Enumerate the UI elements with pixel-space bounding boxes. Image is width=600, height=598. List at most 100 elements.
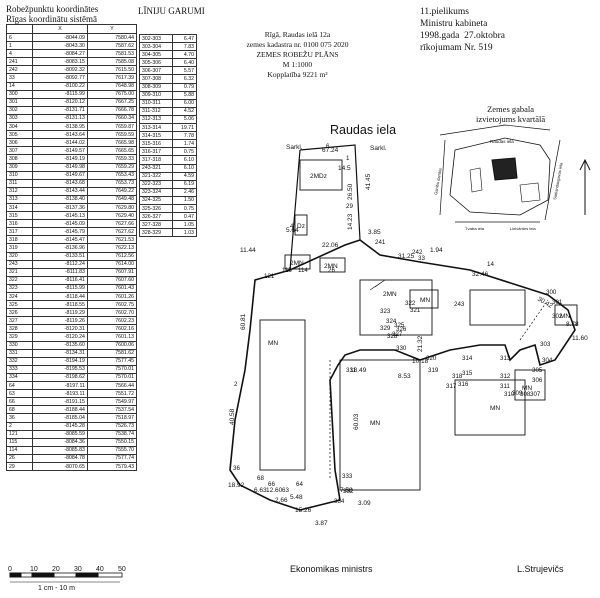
- dimension-label: 12.60: [266, 487, 283, 494]
- parcel-upper-edge: [299, 144, 361, 241]
- scale-bar: [9, 572, 123, 583]
- dimension-label: 21.32: [417, 335, 424, 352]
- scale-bar-frame: [9, 572, 123, 578]
- point-label: 64: [296, 481, 303, 488]
- scale-bar-segment-2: [31, 572, 55, 578]
- scale-bar-tick: 0: [8, 566, 12, 573]
- dashed-line-2: [519, 299, 549, 341]
- plan-area: Kopplatība 9221 m²: [267, 70, 328, 79]
- label-mn-2: MN: [268, 340, 278, 347]
- point-label: 319: [428, 367, 439, 374]
- label-mn-1: MN: [420, 297, 430, 304]
- location-map-building-1: [469, 167, 483, 193]
- plan-scale: M 1:1000: [282, 60, 313, 69]
- scale-bar-tick: 30: [74, 566, 82, 573]
- footer-signature: L.Strujevičs: [517, 564, 564, 574]
- dimension-label: 31.25: [398, 253, 415, 260]
- location-map-title-1: Zemes gabala: [487, 104, 535, 114]
- point-label: 26: [328, 267, 335, 274]
- location-map-parcel: [491, 157, 518, 181]
- appendix-line1: 11.pielikums: [420, 7, 469, 17]
- point-label: 302: [552, 313, 563, 320]
- building-mn-left: [259, 319, 306, 471]
- label-dz: Dz: [297, 223, 305, 230]
- point-label: 308: [520, 391, 531, 398]
- point-label: 243: [454, 301, 465, 308]
- point-label: 14: [487, 261, 494, 268]
- dimension-label: 40.58: [229, 408, 236, 425]
- dimension-label: 22.06: [322, 242, 339, 249]
- point-label: 36: [233, 465, 240, 472]
- location-map-block-outline: [449, 137, 551, 216]
- point-label: 334: [334, 498, 345, 505]
- building-2mn-2: [319, 257, 346, 273]
- point-label: 326: [396, 326, 407, 333]
- point-label: 324: [386, 318, 397, 325]
- point-label: 304: [542, 357, 553, 364]
- label-2mn-3: 2MN: [383, 291, 397, 298]
- line-length-cell-segment: 328-329: [138, 228, 174, 238]
- appendix-order-number: 519: [478, 43, 493, 53]
- label-mn-5: MN: [560, 313, 570, 320]
- point-label: 309: [512, 390, 523, 397]
- point-label: 325: [394, 322, 405, 329]
- appendix-block: 11.pielikums Ministru kabineta 1998.gada…: [420, 6, 505, 54]
- point-label: 328: [387, 333, 398, 340]
- dimension-label: 3.09: [358, 500, 371, 507]
- coordinates-cell-point: 29: [5, 461, 34, 472]
- appendix-order-label: rīkojumam Nr.: [420, 43, 476, 53]
- sarkl-label-1: Sarkl.: [286, 144, 303, 151]
- point-label: 2: [234, 381, 238, 388]
- building-mn-small: [409, 289, 439, 309]
- location-map: [439, 124, 591, 223]
- building-2mn-3: [359, 279, 433, 336]
- point-label: 316: [458, 381, 469, 388]
- building-mn-right: [454, 379, 526, 436]
- scale-bar-tick: 10: [30, 566, 38, 573]
- label-mn-6: MN: [522, 385, 532, 392]
- dimension-label: 3.87: [315, 520, 328, 527]
- point-label: 305: [532, 367, 543, 374]
- scale-bar-ticks: 0 10 20 30 40 50: [8, 566, 126, 573]
- sarkl-label-2: Sarkl.: [370, 145, 387, 152]
- point-label: 323: [380, 308, 391, 315]
- dimension-label: 14.5: [338, 165, 351, 172]
- building-mn-large: [339, 359, 421, 491]
- scale-bar-tick: 20: [52, 566, 60, 573]
- appendix-date: 27.oktobra: [464, 31, 505, 41]
- scale-bar-tick: 40: [96, 566, 104, 573]
- dimension-label: 5.64: [286, 227, 299, 234]
- dimension-label: 7.58: [340, 487, 353, 494]
- dimension-label: 6.63: [254, 487, 267, 494]
- point-label: 329: [380, 325, 391, 332]
- point-label: 1: [346, 155, 350, 162]
- point-label: 311: [500, 383, 510, 390]
- dimension-label: 32.46: [472, 271, 489, 278]
- coordinates-title-line2: Rīgas koordinātu sistēmā: [6, 14, 97, 24]
- dimension-label: 41.45: [365, 173, 372, 190]
- dimension-label: 10.18: [412, 358, 429, 365]
- point-label: 330: [396, 345, 407, 352]
- building-2mdz: [299, 159, 343, 191]
- dimension-label: 15.26: [295, 507, 312, 514]
- point-label: 63: [282, 487, 289, 494]
- cross-hatch: [369, 279, 386, 291]
- location-map-title: Zemes gabala izvietojums kvartālā: [476, 104, 545, 124]
- appendix-line3: 1998.gada 27.oktobra: [420, 30, 505, 42]
- label-2mn-2: 2MN: [324, 263, 338, 270]
- scale-bar-tick: 50: [118, 566, 126, 573]
- label-mn-4: MN: [490, 405, 500, 412]
- line-lengths-title: LĪNIJU GARUMI: [138, 6, 205, 16]
- point-label: 68: [257, 475, 264, 482]
- location-map-road-1: [439, 124, 551, 136]
- point-label: 321: [410, 307, 421, 314]
- dimension-label: 11.60: [572, 335, 588, 342]
- north-arrow-head: [579, 158, 591, 171]
- dimension-labels: 67.2414.541.4526.5014.233.8531.251.9432.…: [228, 147, 588, 527]
- point-label: 315: [462, 370, 473, 377]
